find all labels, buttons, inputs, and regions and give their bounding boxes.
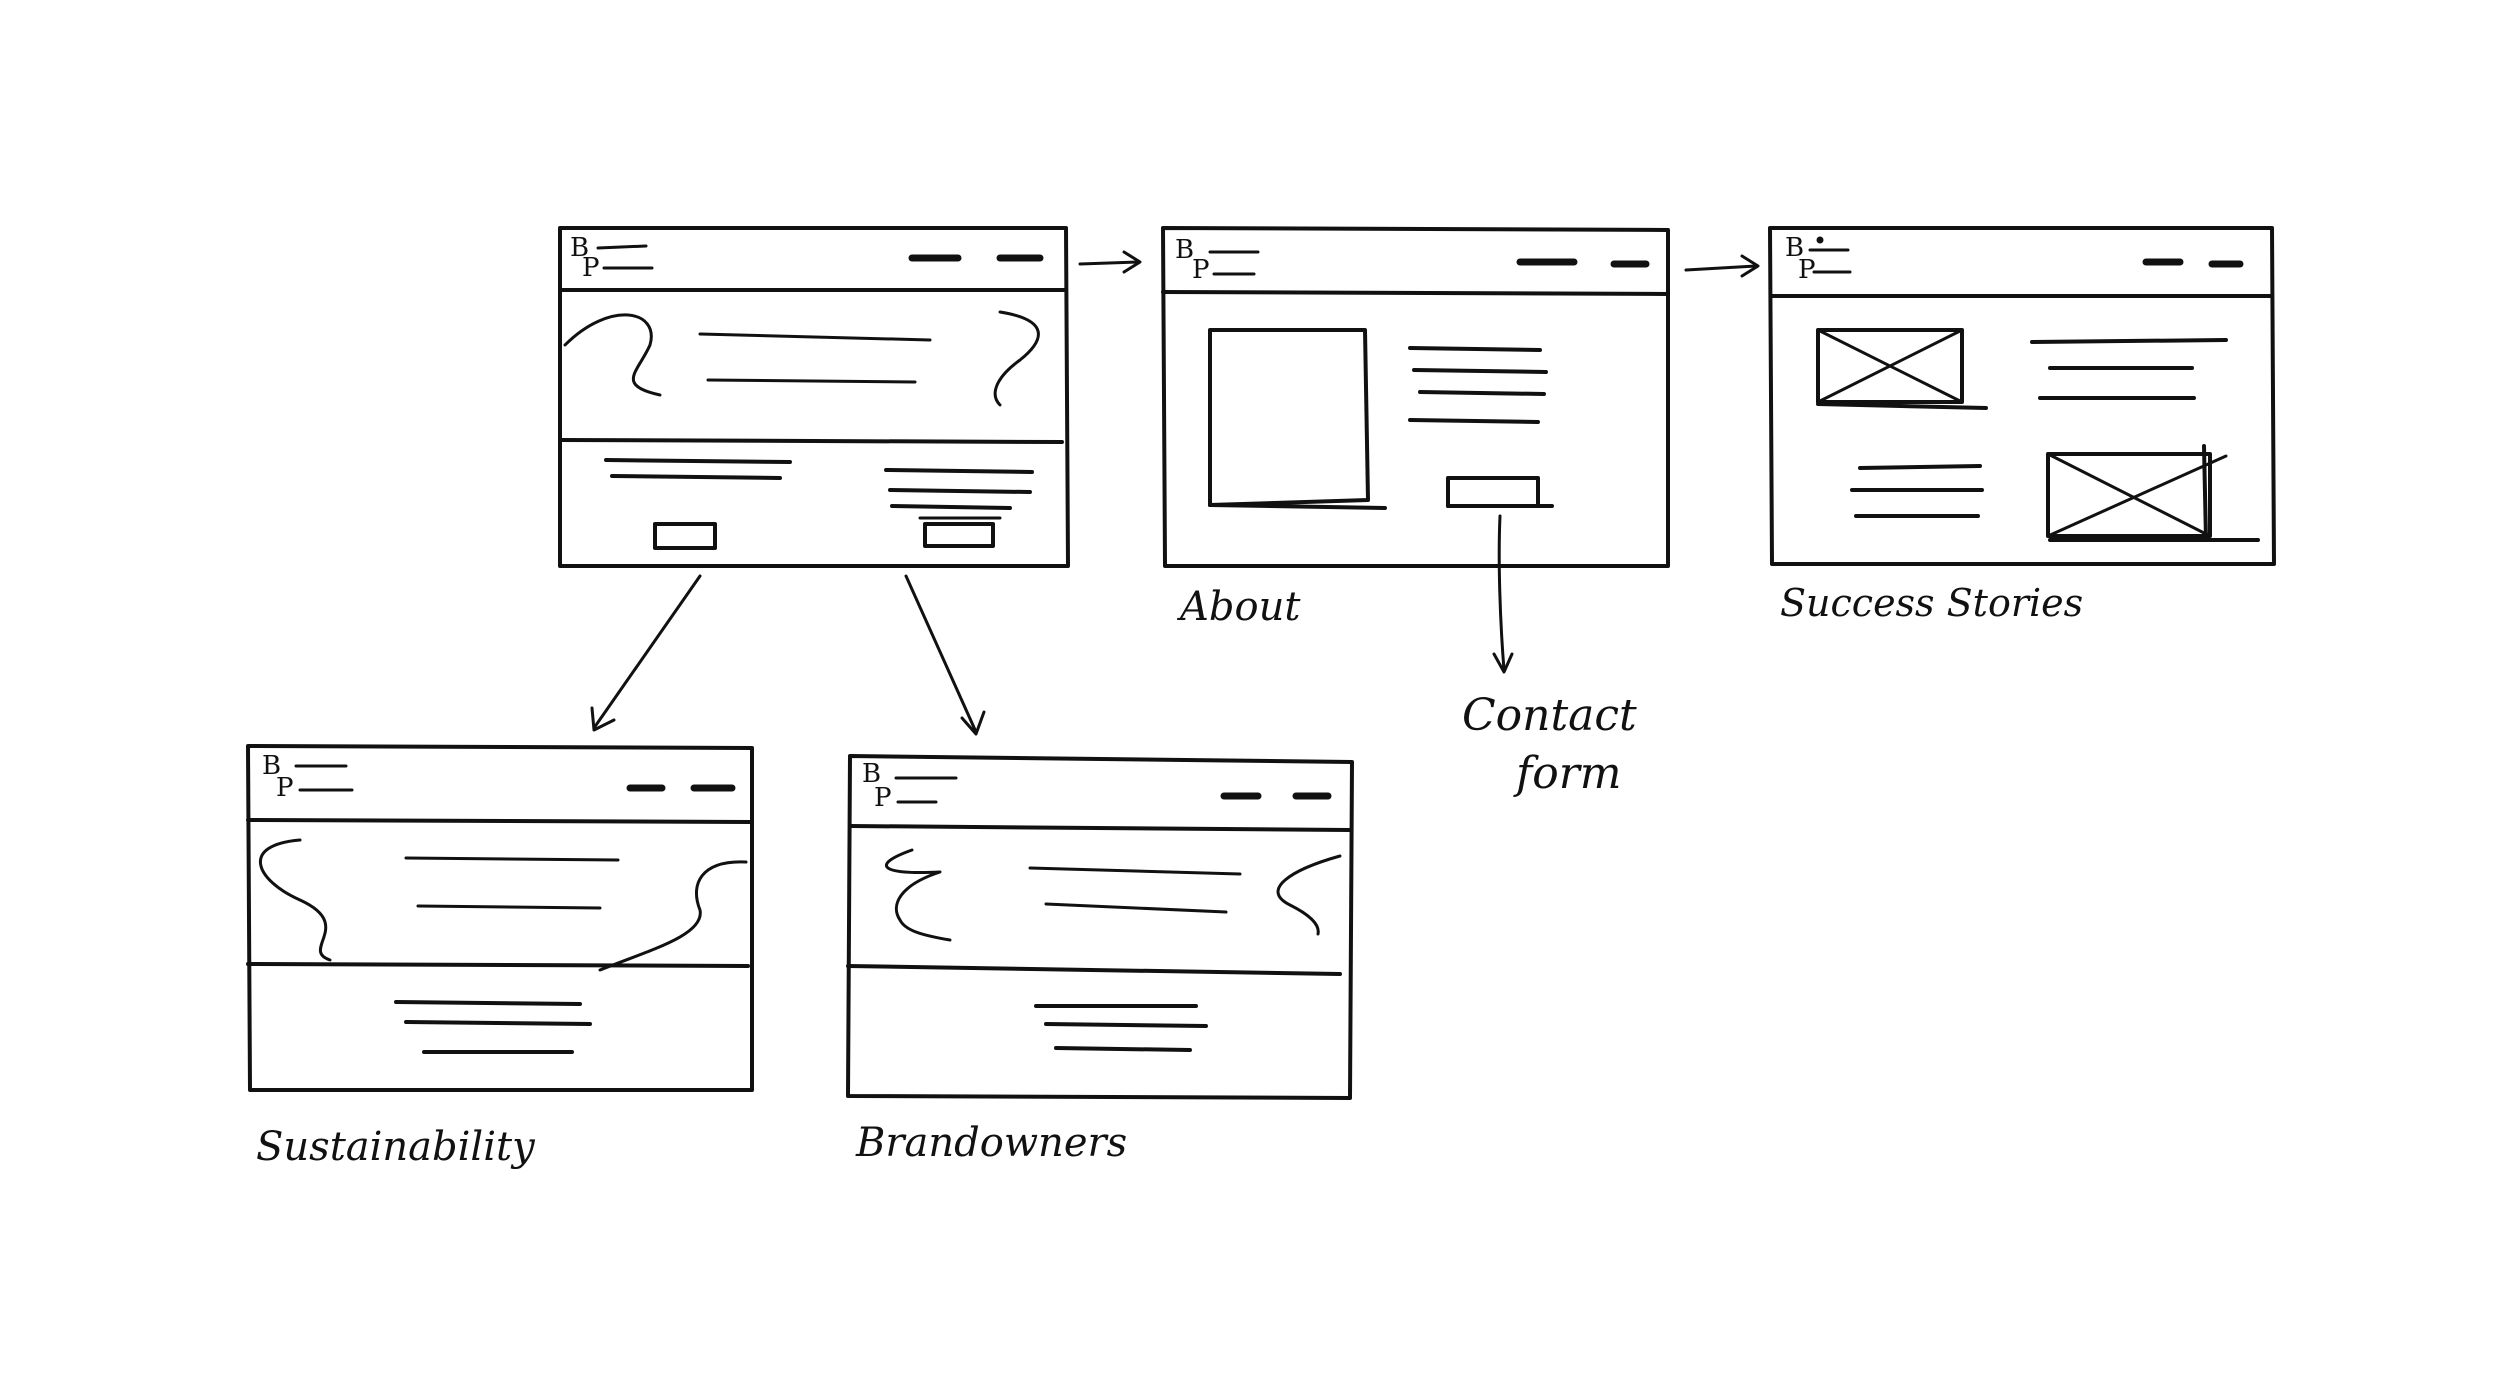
success-stories-wireframe: B P xyxy=(1768,226,2276,566)
svg-text:P: P xyxy=(1798,255,1816,285)
svg-text:P: P xyxy=(874,783,892,813)
label-brandowners: Brandowners xyxy=(855,1120,1127,1166)
arrow-home-to-brandowners xyxy=(904,574,986,736)
logo-icon: B P xyxy=(570,233,654,283)
svg-text:B: B xyxy=(570,233,589,263)
label-form: form xyxy=(1513,748,1622,799)
logo-icon: B P xyxy=(862,759,958,813)
home-wireframe: B P xyxy=(558,226,1070,568)
arrow-about-to-contact xyxy=(1492,514,1514,674)
arrow-home-to-about xyxy=(1078,250,1142,274)
svg-text:B: B xyxy=(262,751,281,781)
logo-icon: B P xyxy=(1785,233,1852,285)
label-about: About xyxy=(1176,584,1301,630)
svg-text:B: B xyxy=(862,759,881,789)
svg-text:P: P xyxy=(276,773,294,803)
svg-text:P: P xyxy=(1192,255,1210,285)
label-contact: Contact xyxy=(1462,690,1637,741)
arrow-home-to-sustainability xyxy=(590,574,702,732)
svg-text:B: B xyxy=(1175,235,1194,265)
label-success-stories: Success Stories xyxy=(1780,581,2083,625)
image-placeholder-1 xyxy=(1816,328,1988,410)
sustainability-wireframe: B P xyxy=(246,744,754,1092)
label-sustainability: Sustainability xyxy=(256,1124,536,1170)
logo-icon: B P xyxy=(262,751,354,803)
svg-text:P: P xyxy=(582,253,600,283)
image-placeholder-2 xyxy=(2046,444,2260,542)
about-wireframe: B P xyxy=(1161,226,1670,568)
arrow-about-to-success xyxy=(1684,254,1760,278)
brandowners-wireframe: B P xyxy=(846,754,1354,1100)
logo-icon: B P xyxy=(1175,235,1260,285)
svg-text:B: B xyxy=(1785,233,1804,263)
